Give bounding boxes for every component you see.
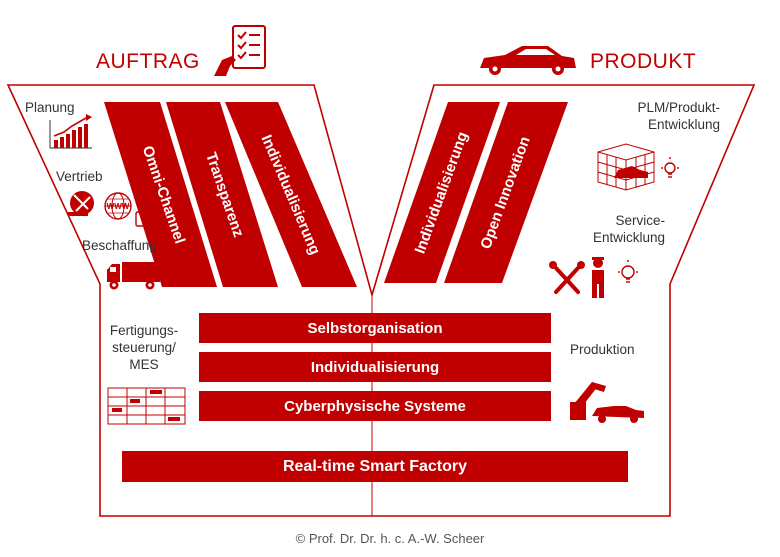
left-stripes: Omni-Channel Transparenz Individualisier…	[104, 102, 357, 287]
car-icon	[480, 46, 576, 75]
label-service-line2: Entwicklung	[592, 230, 665, 245]
header-auftrag: AUFTRAG	[96, 50, 200, 73]
worker-icon	[592, 257, 604, 298]
checklist-hand-icon	[214, 25, 266, 76]
label-plm: PLM/Produkt- Entwicklung	[560, 99, 720, 133]
label-planung: Planung	[25, 100, 75, 115]
label-beschaffung: Beschaffung	[82, 238, 157, 253]
plm-cube-icon	[597, 143, 655, 191]
label-fertigungssteuerung: Fertigungs- steuerung/ MES	[96, 322, 192, 373]
svg-text:WWW: WWW	[107, 202, 130, 211]
bar-selbstorganisation: Selbstorganisation	[199, 313, 551, 343]
mes-table-icon	[107, 387, 186, 425]
lightbulb-icon	[661, 157, 679, 178]
stripe-individualisierung-right	[384, 102, 500, 283]
label-plm-line1: PLM/Produkt-	[637, 100, 720, 115]
bar-real-time-smart-factory: Real-time Smart Factory	[122, 451, 628, 482]
chart-icon	[49, 114, 92, 149]
label-service-line1: Service-	[615, 213, 665, 228]
label-produktion: Produktion	[570, 342, 635, 357]
label-fertigung-line3: MES	[129, 357, 159, 372]
stripe-omni-channel	[104, 102, 217, 287]
lightbulb-icon-service	[618, 260, 638, 283]
robot-arm-car-icon	[570, 382, 644, 423]
label-fertigung-line2: steuerung/	[112, 340, 176, 355]
label-vertrieb: Vertrieb	[56, 169, 103, 184]
tools-icon	[549, 261, 585, 294]
copyright: © Prof. Dr. Dr. h. c. A.-W. Scheer	[295, 531, 485, 546]
stripe-transparenz	[166, 102, 278, 287]
right-stripes: Individualisierung Open Innovation	[384, 102, 568, 283]
stripe-individualisierung-left	[225, 102, 357, 287]
stripe-open-innovation	[444, 102, 568, 283]
bar-individualisierung: Individualisierung	[199, 352, 551, 382]
sales-globe-icon: WWW	[68, 191, 146, 227]
truck-icon	[107, 262, 160, 290]
v-outline	[6, 84, 756, 517]
label-service-entwicklung: Service- Entwicklung	[560, 212, 665, 246]
bar-cyberphysische-systeme: Cyberphysische Systeme	[199, 391, 551, 421]
label-fertigung-line1: Fertigungs-	[109, 323, 179, 338]
label-plm-line2: Entwicklung	[647, 117, 720, 132]
header-produkt: PRODUKT	[590, 50, 697, 73]
